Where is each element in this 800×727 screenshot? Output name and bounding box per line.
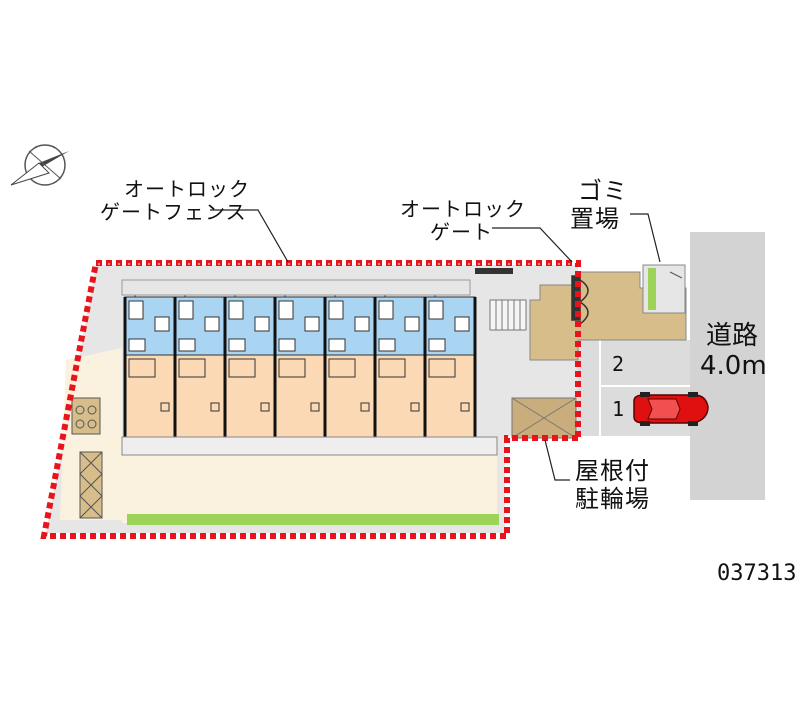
car-icon — [633, 392, 709, 426]
auto-lock-gate-fence — [40, 260, 581, 539]
label-auto-lock-gate: オートロック ゲート — [400, 197, 526, 244]
label-auto-lock-gate-fence: オートロック ゲートフェンス — [100, 177, 250, 224]
label-covered-bicycle-parking: 屋根付 駐輪場 — [575, 457, 650, 513]
apartment-unit — [423, 284, 476, 438]
parking-slot-2-label: 2 — [612, 352, 625, 376]
road — [690, 232, 765, 500]
greenery-strip — [127, 514, 499, 525]
bicycle-rack — [79, 451, 103, 519]
apartment-unit — [323, 284, 376, 438]
apartment-building — [123, 284, 477, 438]
apartment-unit — [273, 284, 326, 438]
leader-lines — [210, 209, 661, 481]
rear-yard — [122, 455, 497, 523]
storage-box — [71, 397, 101, 435]
label-road: 道路 4.0m — [700, 321, 767, 381]
garbage-area-icon — [642, 264, 686, 314]
parking-slot-1-label: 1 — [612, 397, 625, 421]
apartment-unit — [223, 284, 276, 438]
compass-icon — [10, 144, 69, 186]
apartment-unit — [173, 284, 226, 438]
walkway — [121, 436, 498, 456]
label-garbage-area: ゴミ 置場 — [570, 177, 628, 233]
property-code: 037313 — [717, 561, 797, 586]
apartment-unit — [123, 284, 176, 438]
bicycle-shed-icon — [511, 397, 577, 439]
apartment-unit — [373, 284, 426, 438]
stairs — [489, 299, 527, 331]
